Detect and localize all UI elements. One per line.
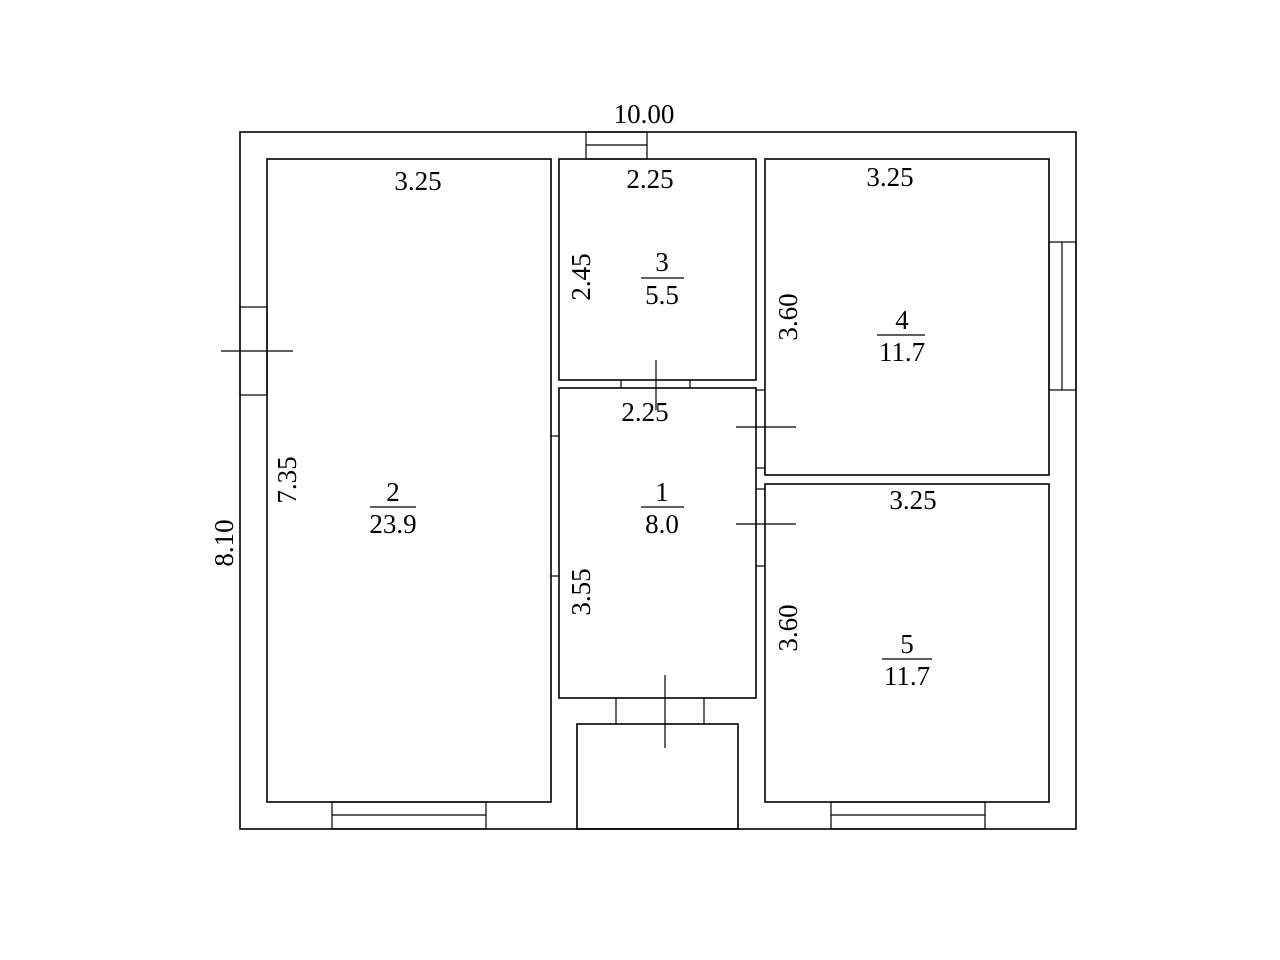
overall-height-label: 8.10 [209,519,239,566]
room-5-number: 5 [900,629,914,659]
room-1-side-dim: 3.55 [566,568,596,615]
room-5-label: 5 11.7 [882,629,932,691]
room-1-outline [558,387,757,699]
room-2-outline [266,158,552,803]
room-1-number: 1 [655,477,669,507]
room-3-area: 5.5 [645,280,679,310]
room-5-top-dim: 3.25 [889,485,936,515]
room-4-number: 4 [895,305,909,335]
room-1-area: 8.0 [645,509,679,539]
room-2-top-dim: 3.25 [394,166,441,196]
room-2-label: 2 23.9 [369,477,416,539]
room-3-label: 3 5.5 [641,247,684,310]
room-2-area: 23.9 [369,509,416,539]
room-4-label: 4 11.7 [877,305,925,367]
room-4-top-dim: 3.25 [866,162,913,192]
room-3-side-dim: 2.45 [566,253,596,300]
room-5-side-dim: 3.60 [773,604,803,651]
room-2-number: 2 [386,477,400,507]
porch-outline [576,723,739,830]
room-2-side-dim: 7.35 [272,456,302,503]
room-1-label: 1 8.0 [641,477,684,539]
room-5-area: 11.7 [884,661,930,691]
room-4-area: 11.7 [879,337,925,367]
room-1-top-dim: 2.25 [621,397,668,427]
room-3-top-dim: 2.25 [626,164,673,194]
room-4-side-dim: 3.60 [773,293,803,340]
room-3-outline [558,158,757,381]
room-3-number: 3 [655,247,669,277]
overall-width-label: 10.00 [614,99,675,129]
